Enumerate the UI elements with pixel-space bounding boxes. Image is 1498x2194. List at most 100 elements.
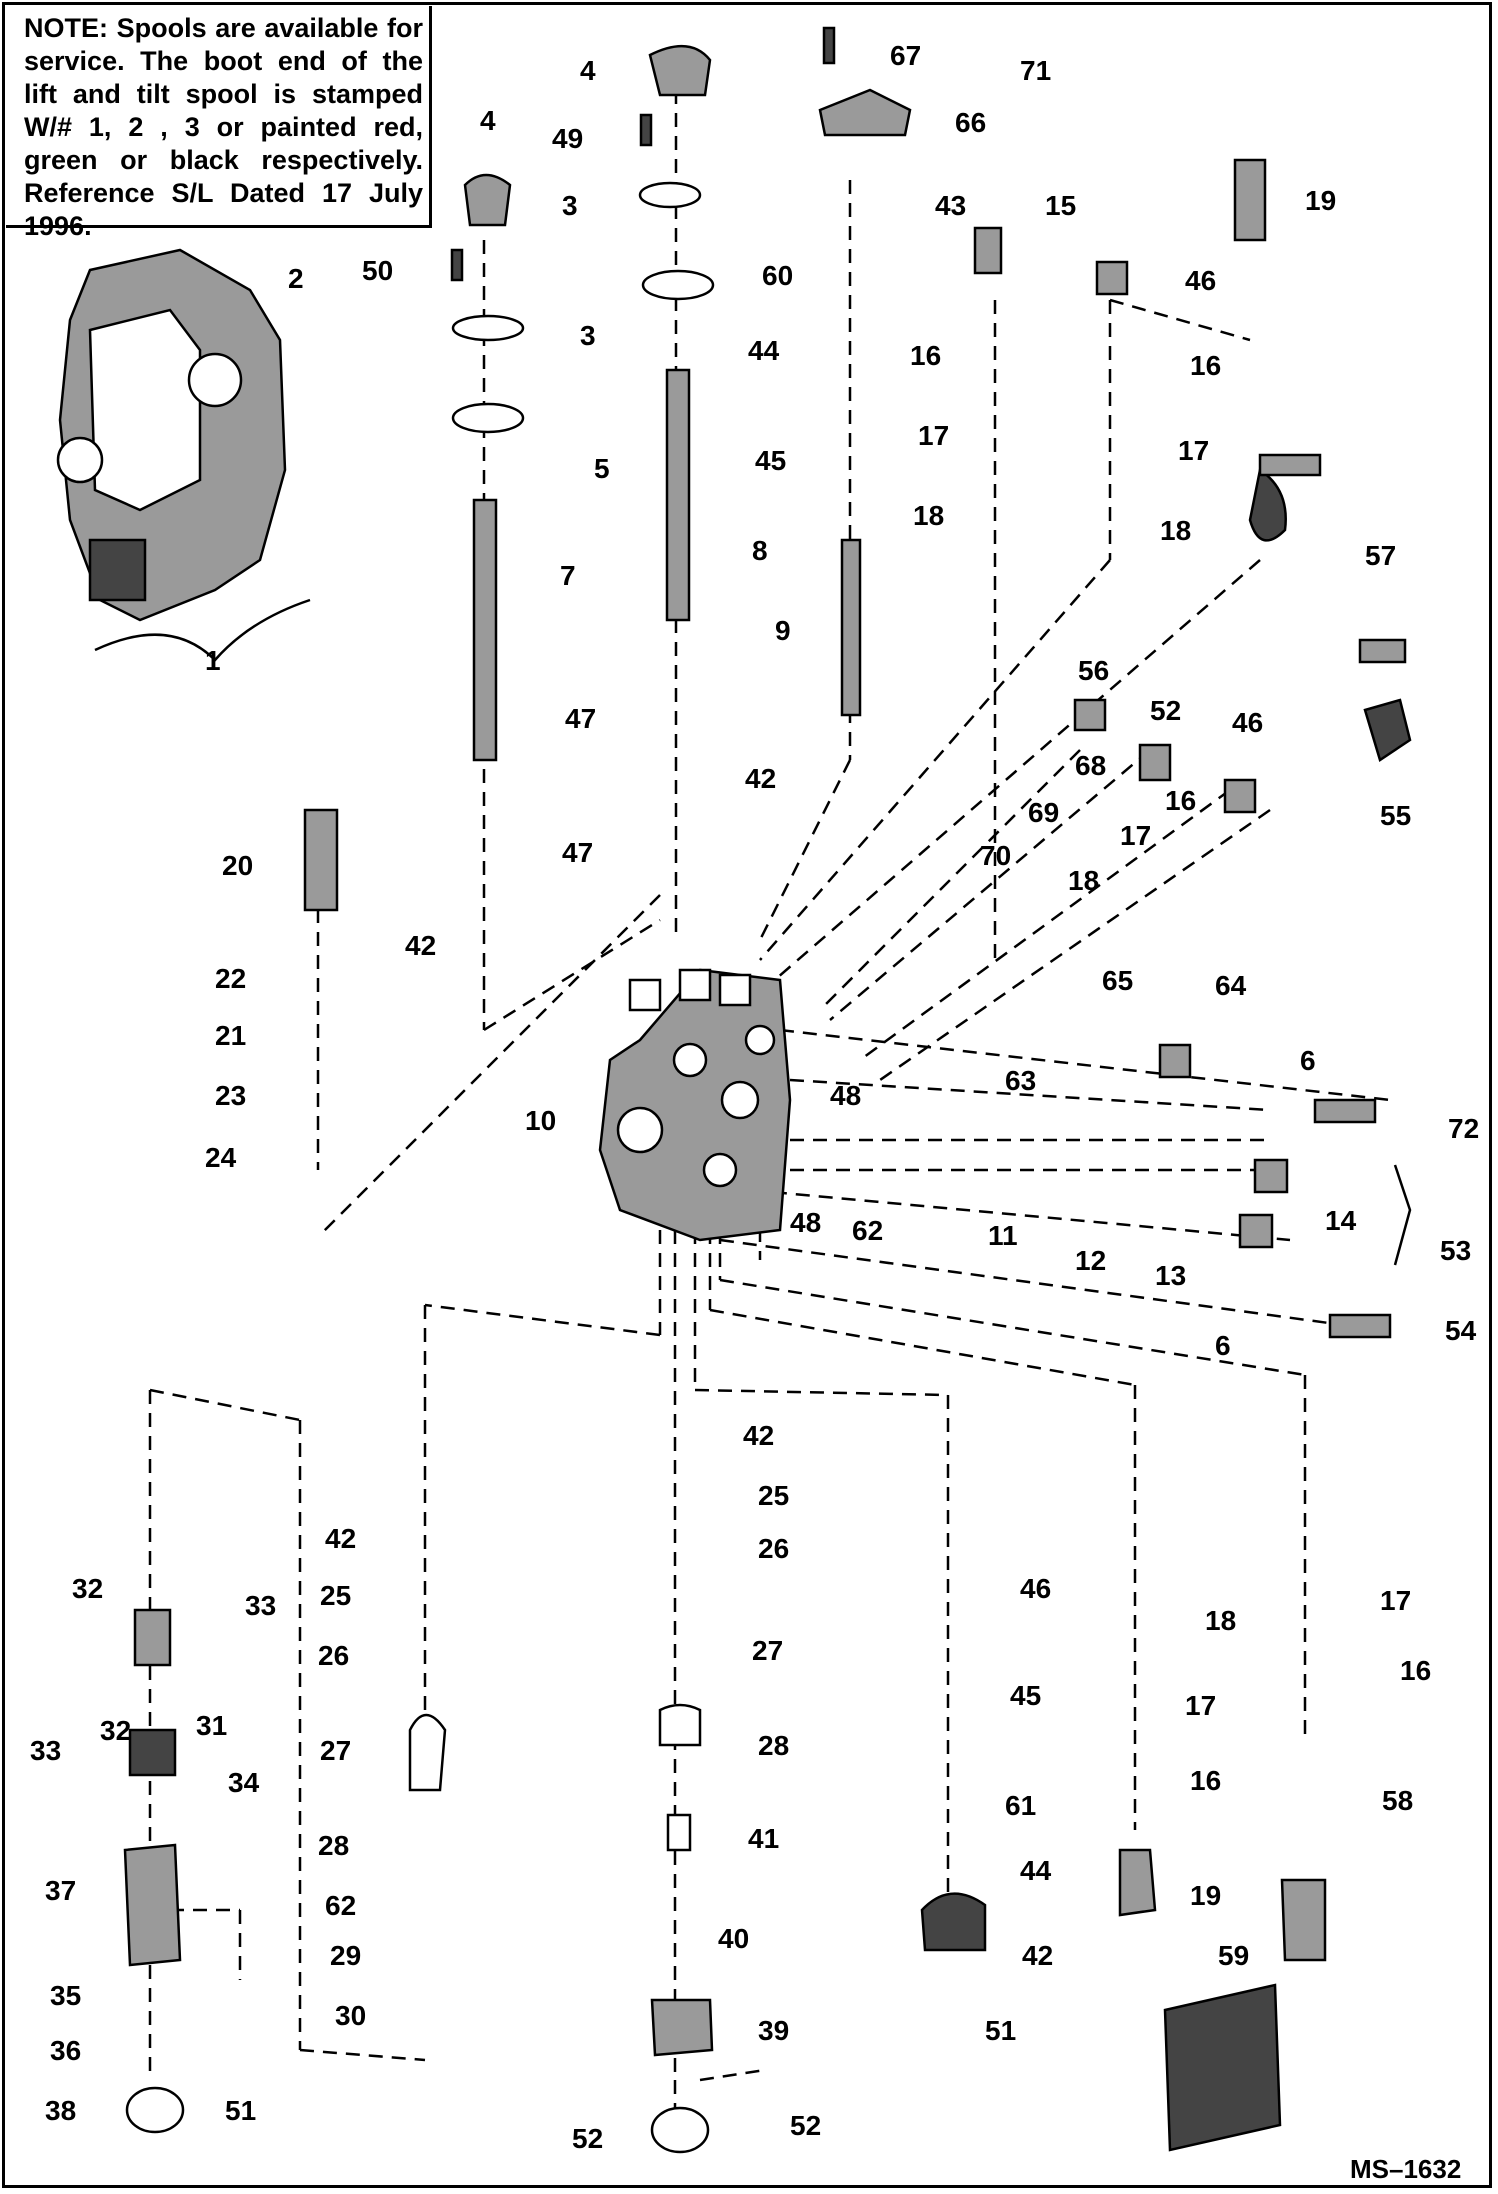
callout-48: 47 xyxy=(562,837,593,868)
callout-57: 55 xyxy=(1380,800,1411,831)
callout-10: 10 xyxy=(525,1105,556,1136)
service-note-box: NOTE: Spools are available for service. … xyxy=(6,6,432,241)
callout-21: 21 xyxy=(215,1020,246,1051)
callout-45: 45 xyxy=(1010,1680,1041,1711)
callout-16: 16 xyxy=(1190,350,1221,381)
drawing-reference-code: MS–1632 xyxy=(1350,2154,1461,2184)
valve-assembly-illustration xyxy=(56,248,311,662)
callout-17: 17 xyxy=(918,420,949,451)
callout-41: 41 xyxy=(748,1823,779,1854)
callout-42: 42 xyxy=(745,763,776,794)
callout-13: 13 xyxy=(1155,1260,1186,1291)
callout-6: 6 xyxy=(1215,1330,1231,1361)
callout-42: 42 xyxy=(743,1420,774,1451)
callout-46: 46 xyxy=(1020,1573,1051,1604)
callout-3: 3 xyxy=(580,320,596,351)
callout-31: 31 xyxy=(196,1710,227,1741)
callout-35: 35 xyxy=(50,1980,81,2011)
callout-30: 30 xyxy=(335,2000,366,2031)
callout-6: 6 xyxy=(1300,1045,1316,1076)
callout-28: 28 xyxy=(758,1730,789,1761)
callout-47: 46 xyxy=(1232,707,1263,738)
callout-53: 52 xyxy=(572,2123,603,2154)
callout-22: 22 xyxy=(215,963,246,994)
callout-17: 17 xyxy=(1185,1690,1216,1721)
callout-16: 16 xyxy=(1400,1655,1431,1686)
spool-parts-illustration xyxy=(123,26,1412,2154)
callout-64: 62 xyxy=(325,1890,356,1921)
callout-3: 3 xyxy=(562,190,578,221)
callout-25: 25 xyxy=(758,1480,789,1511)
callout-66: 64 xyxy=(1215,970,1247,1001)
callout-51: 50 xyxy=(362,255,393,286)
callout-37: 37 xyxy=(45,1875,76,1906)
callout-47: 46 xyxy=(1185,265,1216,296)
callout-71: 69 xyxy=(1028,797,1059,828)
callout-48: 47 xyxy=(565,703,596,734)
callout-61: 59 xyxy=(1218,1940,1249,1971)
callout-32: 32 xyxy=(72,1573,103,1604)
callout-69: 67 xyxy=(890,40,921,71)
callout-16: 16 xyxy=(1165,785,1196,816)
callout-55: 53 xyxy=(1440,1235,1471,1266)
callout-2: 2 xyxy=(288,263,304,294)
callout-4: 4 xyxy=(580,55,596,86)
callout-5: 5 xyxy=(594,453,610,484)
callout-26: 26 xyxy=(758,1533,789,1564)
callout-18: 18 xyxy=(913,500,944,531)
callout-56: 54 xyxy=(1445,1315,1477,1346)
callout-60: 58 xyxy=(1382,1785,1413,1816)
callout-42: 42 xyxy=(325,1523,356,1554)
callout-33: 33 xyxy=(30,1735,61,1766)
callout-54: 52 xyxy=(1150,695,1181,726)
callout-40: 40 xyxy=(718,1923,749,1954)
callout-28: 28 xyxy=(318,1830,349,1861)
callout-19: 19 xyxy=(1305,185,1336,216)
callout-62: 61 xyxy=(1005,1790,1036,1821)
callout-43: 42 xyxy=(1022,1940,1053,1971)
callout-24: 24 xyxy=(205,1142,237,1173)
callout-73: 71 xyxy=(1020,55,1051,86)
callout-52: 52 xyxy=(790,2110,821,2141)
callout-44: 43 xyxy=(935,190,966,221)
callout-17: 17 xyxy=(1178,435,1209,466)
callout-63: 62 xyxy=(852,1215,883,1246)
callout-7: 7 xyxy=(560,560,576,591)
callout-59: 57 xyxy=(1365,540,1396,571)
callout-29: 29 xyxy=(330,1940,361,1971)
callout-34: 34 xyxy=(228,1767,260,1798)
callout-39: 39 xyxy=(758,2015,789,2046)
callout-18: 18 xyxy=(1160,515,1191,546)
callout-labels: 1 2 3 3 4 4 5 6 6 7 8 9 10 11 12 13 14 1… xyxy=(30,40,1479,2184)
callout-27: 27 xyxy=(752,1635,783,1666)
callout-9: 9 xyxy=(775,615,791,646)
callout-50: 48 xyxy=(830,1080,861,1111)
callout-15: 15 xyxy=(1045,190,1076,221)
callout-74: 72 xyxy=(1448,1113,1479,1144)
valve-body-illustration xyxy=(598,968,792,1242)
callout-17: 17 xyxy=(1120,820,1151,851)
callout-16: 16 xyxy=(910,340,941,371)
callout-18: 18 xyxy=(1068,865,1099,896)
note-text: Spools are available for service. The bo… xyxy=(24,13,423,241)
callout-14: 14 xyxy=(1325,1205,1357,1236)
callout-26: 26 xyxy=(318,1640,349,1671)
callout-19: 19 xyxy=(1190,1880,1221,1911)
callout-17: 17 xyxy=(1380,1585,1411,1616)
callout-62: 60 xyxy=(762,260,793,291)
callout-16: 16 xyxy=(1190,1765,1221,1796)
callout-44: 44 xyxy=(1020,1855,1052,1886)
callout-67: 65 xyxy=(1102,965,1133,996)
callout-11: 11 xyxy=(988,1220,1018,1251)
callout-65: 63 xyxy=(1005,1065,1036,1096)
callout-38: 38 xyxy=(45,2095,76,2126)
callout-46: 45 xyxy=(755,445,786,476)
callout-27: 27 xyxy=(320,1735,351,1766)
callout-51: 49 xyxy=(552,123,583,154)
callout-20: 20 xyxy=(222,850,253,881)
callout-25: 25 xyxy=(320,1580,351,1611)
callout-12: 12 xyxy=(1075,1245,1106,1276)
callout-70: 68 xyxy=(1075,750,1106,781)
